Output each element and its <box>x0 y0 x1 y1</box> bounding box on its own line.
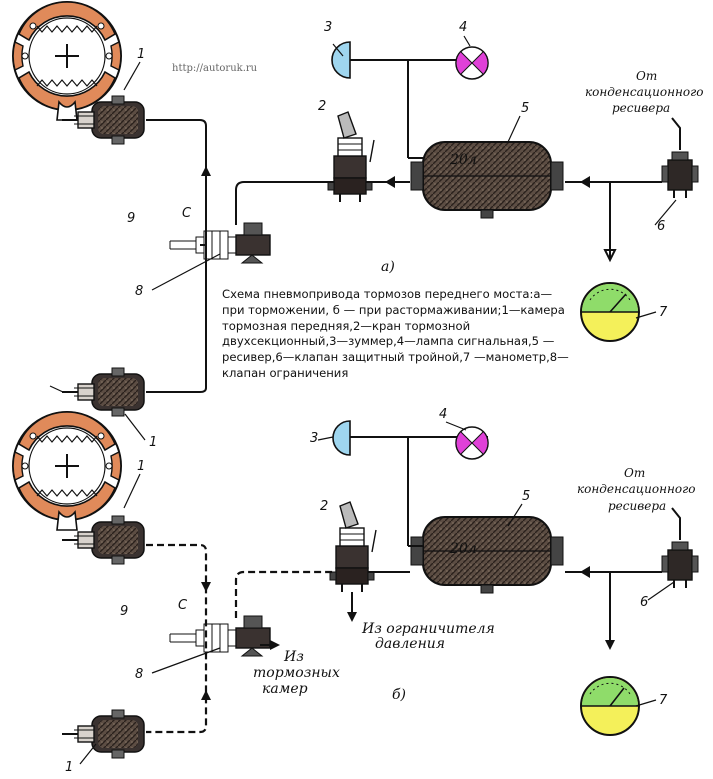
label-2-top: 2 <box>318 99 326 114</box>
label-8-top: 8 <box>135 284 143 299</box>
brake-drum-front-bottom <box>12 411 122 531</box>
signal-lamp-top <box>455 46 489 80</box>
label-2-bottom: 2 <box>320 499 328 514</box>
label-c-bottom: С <box>178 598 188 613</box>
arrow-gauge-bottom <box>605 640 615 650</box>
from-text-top-3: ресивера <box>612 101 670 115</box>
label-3-top: 3 <box>324 20 332 35</box>
pressure-limiter-top <box>169 222 271 264</box>
receiver-top <box>410 141 564 219</box>
protective-valve-bottom <box>661 541 699 589</box>
panel-a: 3 4 5 2 1 1 6 7 9 С 8 20л а) От конденса… <box>12 0 703 450</box>
arrow-down-bottom <box>201 582 211 592</box>
label-1b-top: 1 <box>149 435 157 450</box>
panel-a-label: а) <box>381 259 395 275</box>
line-from-condens-top <box>671 117 681 150</box>
line-crane-to-limiter-top <box>235 181 334 225</box>
limiter-text-bottom-2: давления <box>375 636 445 652</box>
arrow-right-exhaust-bottom <box>270 640 280 650</box>
label-1a-top: 1 <box>137 47 145 62</box>
from-text-bottom-3: ресивера <box>608 499 666 513</box>
label-8-bottom: 8 <box>135 667 143 682</box>
receiver-bottom <box>410 516 564 594</box>
arrow-exhaust-bottom <box>347 612 357 622</box>
label-5-bottom: 5 <box>522 489 530 504</box>
signal-lamp-bottom <box>455 426 489 460</box>
panel-b: 3 4 5 2 1 1 6 7 9 С 8 20л б) От конденса… <box>12 407 699 775</box>
from-text-bottom-2: конденсационного <box>577 482 695 496</box>
label-9-bottom: 9 <box>120 604 128 619</box>
brake-crane-bottom <box>329 501 377 593</box>
protective-valve-top <box>661 151 699 199</box>
chambers-text-bottom-3: камер <box>262 681 308 697</box>
pressure-gauge-bottom <box>580 676 640 736</box>
label-1b-bottom: 1 <box>65 760 73 775</box>
line-from-condens-bottom <box>671 507 681 540</box>
receiver-volume-top: 20л <box>449 152 477 168</box>
arrow-left-top-1 <box>385 176 395 188</box>
label-3-bottom: 3 <box>310 431 318 446</box>
limiter-text-bottom-1: Из ограничителя <box>361 621 495 637</box>
chambers-text-bottom-1: Из <box>283 649 304 665</box>
label-7-bottom: 7 <box>659 693 668 708</box>
buzzer-bottom <box>332 420 351 456</box>
label-c-top: С <box>182 206 192 221</box>
label-6-bottom: 6 <box>640 595 648 610</box>
receiver-volume-bottom: 20л <box>449 541 477 557</box>
brake-chamber-bottom-lower <box>61 709 145 759</box>
from-text-bottom-1: От <box>624 466 645 480</box>
arrow-up-top <box>201 166 211 176</box>
label-9-top: 9 <box>127 211 135 226</box>
label-4-top: 4 <box>459 20 467 35</box>
label-6-top: 6 <box>657 219 665 234</box>
pressure-gauge-top <box>580 282 640 342</box>
line-crane-to-limiter-bottom <box>234 570 336 618</box>
watermark-text: http://autoruk.ru <box>172 63 258 74</box>
figure-caption: Схема пневмопривода тормозов переднего м… <box>222 287 574 382</box>
buzzer-top <box>331 41 351 79</box>
line-chambers-bottom <box>146 543 208 734</box>
pressure-limiter-bottom <box>169 615 271 657</box>
chambers-text-bottom-2: тормозных <box>253 665 340 681</box>
arrow-left-bottom-2 <box>580 566 590 578</box>
label-4-bottom: 4 <box>439 407 447 422</box>
arrow-gauge-top <box>603 249 617 263</box>
arrow-up-bottom <box>201 690 211 700</box>
line-chambers-top <box>146 119 207 393</box>
label-5-top: 5 <box>521 101 529 116</box>
from-text-top-2: конденсационного <box>585 85 703 99</box>
brake-crane-top <box>327 111 375 203</box>
brake-chamber-top-lower <box>61 367 145 417</box>
label-1a-bottom: 1 <box>137 459 145 474</box>
arrow-left-top-2 <box>580 176 590 188</box>
from-text-top-1: От <box>636 69 657 83</box>
panel-b-label: б) <box>392 687 406 703</box>
label-7-top: 7 <box>659 305 668 320</box>
